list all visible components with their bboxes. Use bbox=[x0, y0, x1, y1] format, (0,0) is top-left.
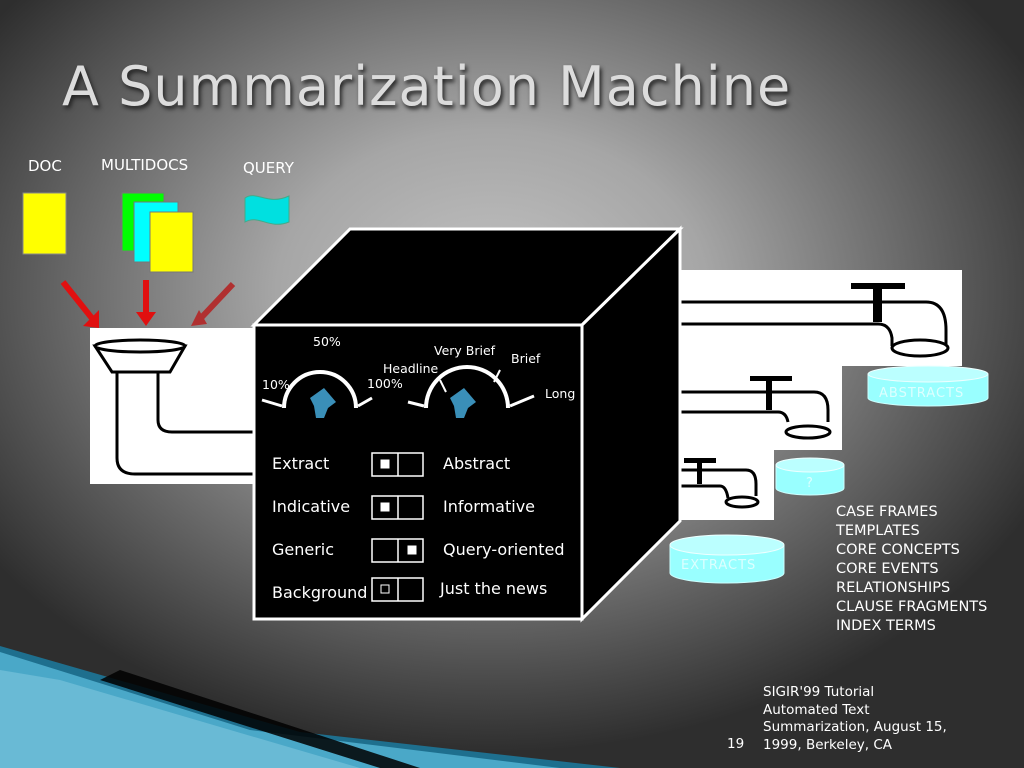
extracts-cylinder bbox=[669, 534, 785, 584]
toggle-knob bbox=[380, 459, 390, 469]
switch-left-label: Generic bbox=[272, 540, 335, 559]
unknown-output-label: ? bbox=[806, 476, 814, 491]
switch-right-label: Informative bbox=[443, 497, 535, 516]
doc-label: DOC bbox=[28, 157, 62, 175]
query-flag-icon bbox=[244, 195, 290, 225]
style-dial-very-brief-label: Very Brief bbox=[434, 343, 496, 358]
query-arrow-icon bbox=[198, 281, 236, 321]
style-dial-long-label: Long bbox=[545, 386, 576, 401]
toggle-knob bbox=[380, 502, 390, 512]
footer-citation: SIGIR'99 Tutorial Automated Text Summari… bbox=[763, 684, 947, 754]
output-type-item: CASE FRAMES bbox=[836, 504, 938, 520]
toggle-knob bbox=[407, 545, 417, 555]
decorative-swoosh bbox=[0, 646, 620, 768]
style-dial[interactable] bbox=[404, 364, 540, 418]
toggle-switch[interactable] bbox=[371, 452, 425, 478]
output-type-item: CORE CONCEPTS bbox=[836, 542, 960, 558]
length-dial-high-label: 100% bbox=[367, 376, 403, 391]
toggle-switch[interactable] bbox=[371, 577, 425, 603]
output-type-item: TEMPLATES bbox=[836, 523, 920, 539]
switch-right-label: Just the news bbox=[440, 579, 548, 598]
output-type-item: RELATIONSHIPS bbox=[836, 580, 951, 596]
toggle-switch[interactable] bbox=[371, 538, 425, 564]
length-dial-low-label: 10% bbox=[262, 377, 290, 392]
style-dial-headline-label: Headline bbox=[383, 361, 439, 376]
abstracts-label: ABSTRACTS bbox=[879, 386, 965, 401]
style-dial-brief-label: Brief bbox=[511, 351, 541, 366]
output-type-item: CORE EVENTS bbox=[836, 561, 939, 577]
multidocs-icon bbox=[121, 192, 194, 273]
doc-arrow-icon bbox=[60, 280, 98, 324]
input-arrows bbox=[60, 280, 236, 328]
toggle-knob bbox=[380, 584, 390, 594]
query-label: QUERY bbox=[243, 159, 294, 177]
slide-title: A Summarization Machine bbox=[62, 55, 792, 118]
machine-box bbox=[250, 225, 684, 623]
output-type-item: CLAUSE FRAGMENTS bbox=[836, 599, 988, 615]
doc-icon bbox=[22, 192, 67, 255]
switch-right-label: Abstract bbox=[443, 454, 511, 473]
switch-left-label: Extract bbox=[272, 454, 330, 473]
toggle-switch[interactable] bbox=[371, 495, 425, 521]
switch-right-label: Query-oriented bbox=[443, 540, 565, 559]
input-funnel bbox=[90, 328, 262, 484]
output-type-item: INDEX TERMS bbox=[836, 618, 936, 634]
switch-left-label: Background bbox=[272, 583, 368, 602]
length-dial[interactable] bbox=[258, 368, 378, 418]
footer-line: Automated Text bbox=[763, 701, 870, 718]
length-dial-mid-label: 50% bbox=[313, 334, 341, 349]
page-number: 19 bbox=[727, 736, 745, 752]
footer-line: 1999, Berkeley, CA bbox=[763, 736, 892, 753]
footer-line: Summarization, August 15, bbox=[763, 719, 947, 735]
switch-left-label: Indicative bbox=[272, 497, 351, 516]
unknown-cylinder bbox=[775, 457, 845, 496]
multidocs-label: MULTIDOCS bbox=[101, 156, 189, 174]
output-types-list: CASE FRAMES TEMPLATES CORE CONCEPTS CORE EV… bbox=[836, 503, 987, 636]
abstracts-cylinder bbox=[867, 365, 989, 407]
footer-line: SIGIR'99 Tutorial bbox=[763, 684, 875, 700]
extracts-label: EXTRACTS bbox=[681, 558, 757, 573]
